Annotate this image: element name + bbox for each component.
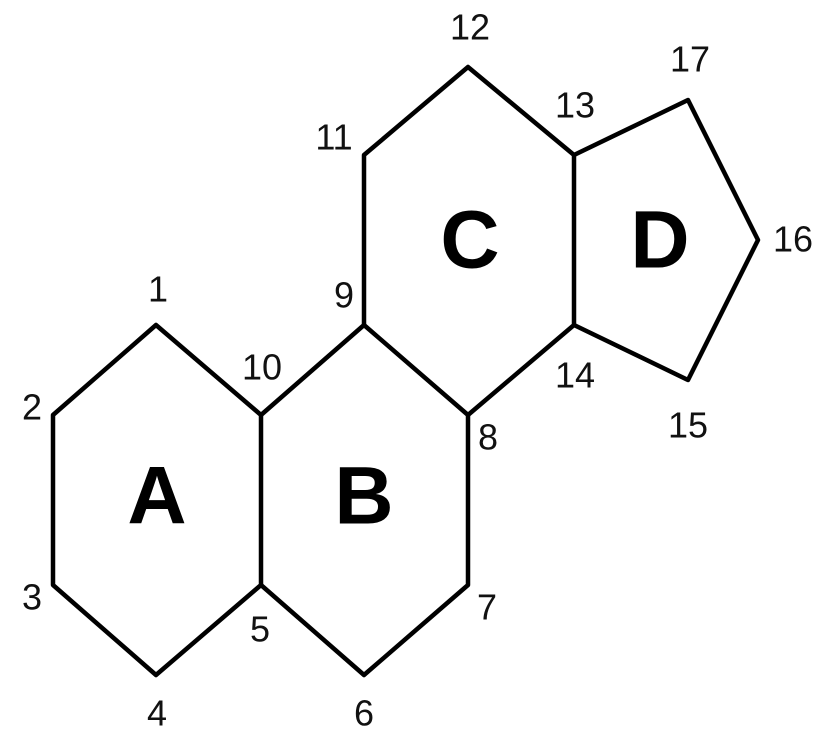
atom-label-12: 12 [450,7,490,48]
ring-b-outline [258,322,471,678]
atom-label-17: 17 [670,39,710,80]
ring-d-outline [571,97,761,383]
atom-label-1: 1 [148,269,168,310]
atom-label-8: 8 [478,417,498,458]
ring-label-a: A [127,451,186,542]
atom-label-14: 14 [555,355,595,396]
atom-label-10: 10 [242,347,282,388]
atom-labels: 1 2 3 4 5 6 7 8 9 10 11 12 13 14 15 16 1… [22,7,813,734]
ring-c-outline [361,64,577,418]
ring-labels: A B C D [127,195,689,542]
ring-label-b: B [334,451,393,542]
ring-label-c: C [440,195,499,286]
atom-label-15: 15 [668,405,708,446]
skeleton-bonds [50,64,761,678]
atom-label-2: 2 [22,387,42,428]
atom-label-16: 16 [773,219,813,260]
atom-label-5: 5 [250,609,270,650]
atom-label-4: 4 [147,693,167,734]
ring-label-d: D [630,195,689,286]
atom-label-6: 6 [354,693,374,734]
atom-label-13: 13 [555,85,595,126]
atom-label-7: 7 [477,587,497,628]
atom-label-9: 9 [334,275,354,316]
atom-label-11: 11 [315,117,352,158]
atom-label-3: 3 [22,577,42,618]
